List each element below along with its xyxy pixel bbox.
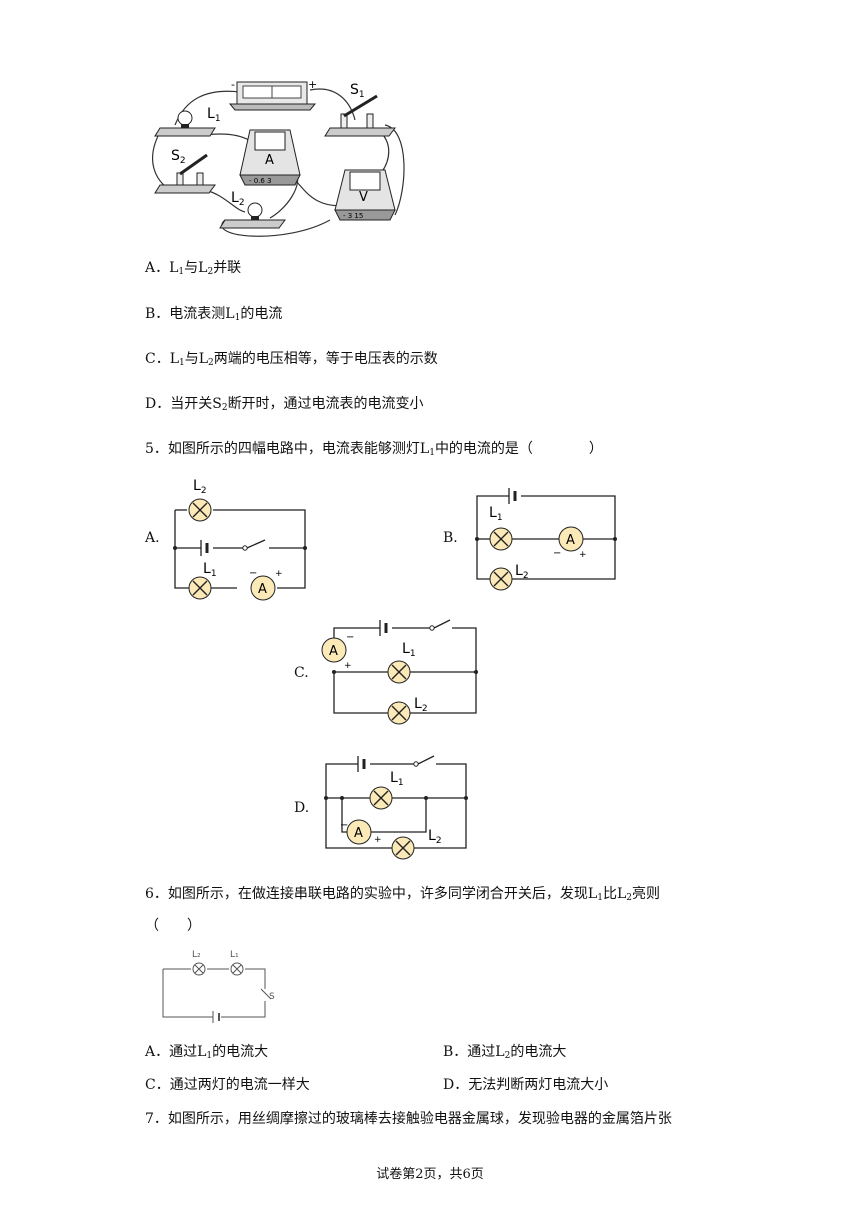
- svg-text:−: −: [249, 568, 257, 579]
- battery-icon: [228, 81, 317, 111]
- svg-text:A: A: [258, 582, 267, 597]
- lamp-icon: [387, 701, 411, 725]
- s2-label: S2: [171, 148, 186, 166]
- page-footer: 试卷第2页，共6页: [376, 1167, 484, 1182]
- q5-circuit-a: A L2 L1 − +: [173, 478, 307, 601]
- lamp-icon: [188, 498, 212, 522]
- q7-stem: 7．如图所示，用丝绸摩擦过的玻璃棒去接触验电器金属球，发现验电器的金属箔片张: [145, 1111, 672, 1127]
- svg-text:−: −: [346, 632, 354, 643]
- svg-text:+: +: [344, 661, 352, 671]
- q5-option-d-label[interactable]: D.: [294, 800, 310, 816]
- switch-s1-icon: [324, 94, 396, 137]
- svg-text:A: A: [354, 826, 363, 841]
- q4-option-c[interactable]: C．L1与L2两端的电压相等，等于电压表的示数: [145, 351, 438, 368]
- q4-option-b[interactable]: B．电流表测L1的电流: [145, 306, 283, 323]
- q5-option-b-label[interactable]: B.: [443, 530, 458, 546]
- q4-option-a[interactable]: A．L1与L2并联: [145, 260, 242, 277]
- lamp-icon: [369, 786, 393, 810]
- q6-option-c[interactable]: C．通过两灯的电流一样大: [145, 1077, 310, 1093]
- svg-text:L2: L2: [193, 478, 207, 496]
- lamp-icon: [489, 527, 513, 551]
- ammeter-label: A: [265, 153, 274, 168]
- svg-text:+: +: [275, 569, 283, 579]
- q5-circuit-d: A − + L1 L2: [324, 755, 468, 860]
- lamp-icon: [387, 660, 411, 684]
- svg-text:A: A: [329, 644, 338, 659]
- voltmeter-icon: [334, 169, 396, 221]
- q5-circuit-b: A L1 L2 − +: [475, 488, 617, 591]
- svg-text:L2: L2: [428, 828, 442, 846]
- l1-label: L1: [207, 106, 221, 124]
- svg-text:+: +: [579, 550, 587, 560]
- q6-circuit: L₂ L₁ S: [162, 950, 275, 1023]
- svg-text:L1: L1: [489, 505, 503, 523]
- lamp-icon: [188, 576, 212, 600]
- svg-text:L2: L2: [414, 696, 428, 714]
- svg-text:−: −: [340, 820, 348, 831]
- q6-option-b[interactable]: B．通过L2的电流大: [443, 1044, 567, 1061]
- battery-minus-label: -: [231, 78, 235, 91]
- ammeter-icon: [239, 129, 301, 186]
- ammeter-icon: [558, 526, 584, 552]
- lamp-icon: [489, 567, 513, 591]
- svg-text:L₁: L₁: [230, 950, 239, 960]
- svg-text:L2: L2: [515, 563, 529, 581]
- battery-plus-label: +: [308, 78, 317, 91]
- svg-text:+: +: [374, 835, 382, 845]
- svg-text:L₂: L₂: [192, 950, 201, 960]
- q5-option-c-label[interactable]: C.: [294, 665, 309, 681]
- switch-s2-icon: [154, 153, 216, 194]
- voltmeter-label: V: [359, 190, 368, 205]
- q6-option-d[interactable]: D．无法判断两灯电流大小: [443, 1077, 609, 1093]
- lamp-icon: [192, 962, 206, 976]
- q4-option-d[interactable]: D．当开关S2断开时，通过电流表的电流变小: [145, 396, 424, 413]
- svg-text:A: A: [566, 533, 575, 548]
- svg-text:S: S: [269, 992, 275, 1002]
- q6-stem-line1: 6．如图所示，在做连接串联电路的实验中，许多同学闭合开关后，发现L1比L2亮则: [145, 886, 660, 903]
- l2-label: L2: [231, 190, 245, 208]
- ammeter-terminals: - 0.6 3: [249, 177, 272, 185]
- voltmeter-terminals: - 3 15: [343, 212, 363, 220]
- lamp-icon: [391, 836, 415, 860]
- q5-option-a-label[interactable]: A.: [145, 530, 160, 546]
- lamp-l2-icon: [219, 202, 286, 229]
- lamp-icon: [230, 962, 244, 976]
- ammeter-icon: [250, 575, 276, 601]
- ammeter-icon: [346, 819, 372, 845]
- q6-option-a[interactable]: A．通过L1的电流大: [145, 1044, 269, 1061]
- q6-stem-line2: （ ）: [145, 918, 201, 934]
- q5-circuit-c: A − + L1 L2: [321, 619, 478, 725]
- ammeter-icon: [321, 637, 347, 663]
- svg-text:L1: L1: [402, 641, 416, 659]
- svg-text:−: −: [553, 548, 561, 559]
- svg-text:L1: L1: [390, 770, 404, 788]
- q5-stem: 5．如图所示的四幅电路中，电流表能够测灯L1中的电流的是（ ）: [145, 441, 603, 458]
- s1-label: S1: [350, 82, 365, 100]
- lamp-l1-icon: [154, 110, 216, 137]
- svg-text:L1: L1: [203, 561, 217, 579]
- circuit-photo-figure: - + S1 L1 A - 0.6 3 S2 L2 V: [151, 78, 405, 237]
